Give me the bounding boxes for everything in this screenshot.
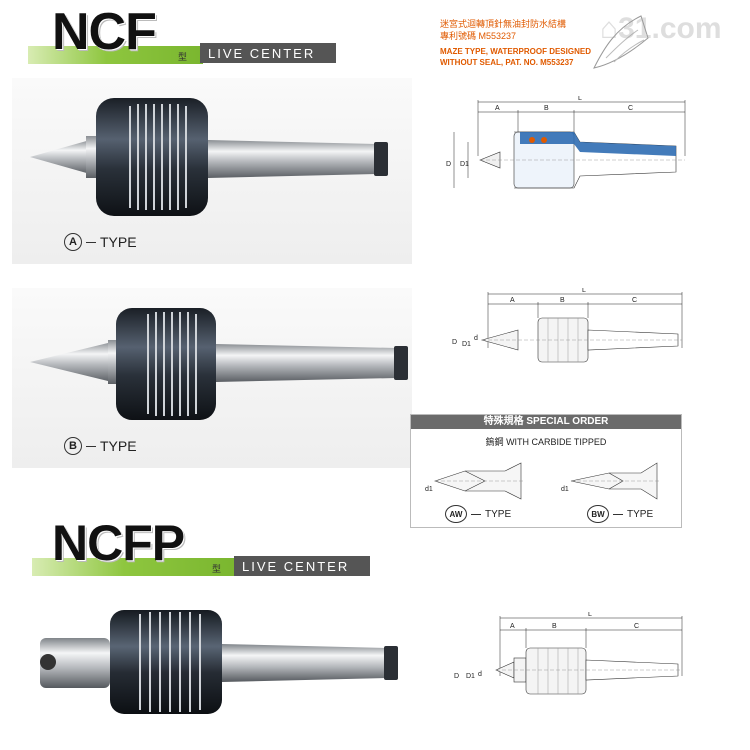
a-type-letter: A (64, 233, 82, 251)
dim-C-a: C (628, 105, 633, 112)
patent-zh-2: 專利號碼 M553237 (440, 31, 517, 41)
dim-C-b: C (632, 297, 637, 304)
ncfp-title: NCFP (52, 515, 185, 571)
aw-type-letter: AW (445, 505, 467, 523)
patent-en-1: MAZE TYPE, WATERPROOF DESIGNED (440, 47, 591, 56)
a-type-live-center-image (30, 98, 388, 216)
ncf-title: NCF (52, 3, 157, 61)
b-type-live-center-image (30, 308, 408, 420)
bw-type-label: BW TYPE (587, 505, 653, 523)
ncfp-subtitle-bar: LIVE CENTER (234, 556, 370, 576)
dim-L-p: L (588, 612, 592, 618)
special-order-box: 特殊規格 SPECIAL ORDER 鎢鋼 WITH CARBIDE TIPPE… (410, 414, 682, 528)
dim-D-p: D (454, 673, 459, 680)
special-order-header: 特殊規格 SPECIAL ORDER (411, 415, 681, 429)
dim-d-b: d (474, 335, 478, 342)
a-type-label: A TYPE (64, 233, 137, 251)
dim-A-a: A (495, 105, 500, 112)
ncf-xing: 型 (178, 52, 188, 62)
dim-C-p: C (634, 623, 639, 630)
bw-type-drawing: d1 (561, 462, 661, 500)
watermark-icon: ⌂31.com (600, 12, 722, 45)
dim-D1-p: D1 (466, 673, 475, 680)
dim-D-b: D (452, 339, 457, 346)
dim-L-b: L (582, 288, 586, 294)
dim-B-b: B (560, 297, 565, 304)
dim-D-a: D (446, 161, 451, 168)
ncfp-green-bar (32, 558, 237, 576)
special-order-sub: 鎢鋼 WITH CARBIDE TIPPED (485, 437, 607, 447)
dim-d1-aw: d1 (425, 486, 433, 493)
dim-B-a: B (544, 105, 549, 112)
dim-D1-a: D1 (460, 161, 469, 168)
b-type-label: B TYPE (64, 437, 137, 455)
dim-B-p: B (552, 623, 557, 630)
ncf-subtitle-bar: LIVE CENTER (200, 43, 336, 63)
bw-type-letter: BW (587, 505, 609, 523)
a-type-text: TYPE (100, 234, 137, 250)
a-type-photo-panel (12, 78, 412, 264)
b-type-text: TYPE (100, 438, 137, 454)
b-type-dimension-drawing: L A B C D D1 d (452, 288, 683, 363)
dim-D1-b: D1 (462, 341, 471, 348)
patent-zh-1: 迷宮式迴轉頂針無油封防水結構 (440, 19, 567, 29)
dim-A-p: A (510, 623, 515, 630)
aw-type-label: AW TYPE (445, 505, 511, 523)
aw-type-drawing: d1 (425, 462, 525, 500)
bw-type-text: TYPE (627, 508, 654, 520)
ncf-green-bar (28, 46, 203, 64)
dim-d1-bw: d1 (561, 486, 569, 493)
ncfp-xing: 型 (212, 564, 222, 574)
aw-type-text: TYPE (485, 508, 512, 520)
b-type-letter: B (64, 437, 82, 455)
ncf-subtitle: LIVE CENTER (208, 45, 316, 61)
cone-sketch-icon (593, 15, 649, 69)
dim-L-a: L (578, 96, 582, 102)
ncfp-live-center-image (40, 610, 398, 714)
ncfp-subtitle: LIVE CENTER (242, 558, 350, 574)
a-type-dimension-drawing: L A B C D D1 (446, 96, 686, 189)
patent-en-2: WITHOUT SEAL, PAT. NO. M553237 (440, 58, 574, 67)
dim-A-b: A (510, 297, 515, 304)
dim-d-p: d (478, 671, 482, 678)
ncfp-dimension-drawing: L A B C D D1 d (454, 612, 683, 695)
